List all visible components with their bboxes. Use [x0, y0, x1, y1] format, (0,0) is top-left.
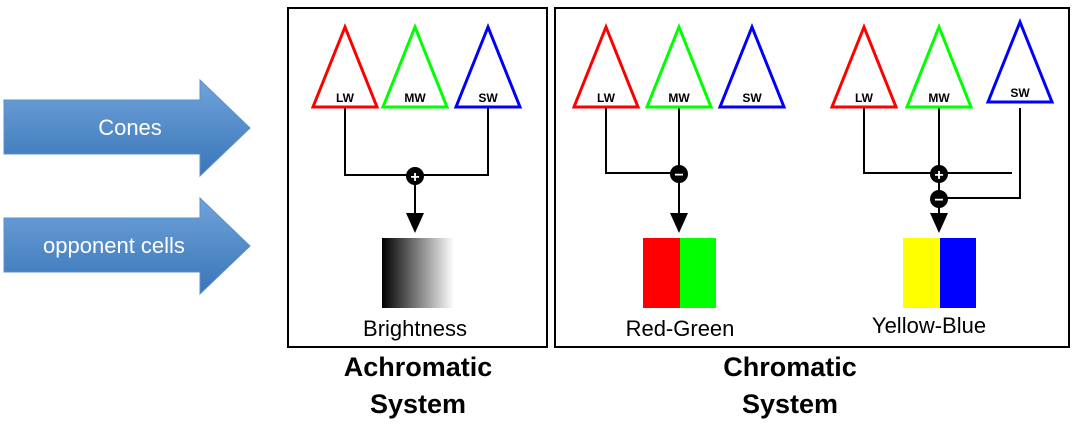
cone-label: SW: [742, 91, 762, 105]
red-green-wires: [605, 108, 680, 215]
cone-mw-red-green: MW: [644, 22, 714, 109]
plus-sign-achromatic: +: [406, 167, 424, 186]
cone-mw-yellow-blue: MW: [904, 22, 974, 109]
cone-triangle: [904, 22, 974, 109]
cone-lw-yellow-blue: LW: [829, 22, 899, 109]
chromatic-title-2: System: [742, 389, 838, 419]
red-green-label: Red-Green: [626, 316, 735, 341]
cone-triangle: [380, 22, 450, 109]
cone-label: LW: [597, 91, 616, 105]
cone-label: MW: [404, 91, 426, 105]
brightness-label: Brightness: [363, 316, 467, 341]
red-green-arrowhead: [670, 213, 688, 233]
cone-triangle: [310, 22, 380, 109]
cone-triangle: [453, 22, 523, 109]
cone-label: SW: [1010, 86, 1030, 100]
blue-swatch: [940, 238, 976, 308]
brightness-swatch: [382, 238, 454, 308]
red-swatch: [643, 238, 680, 308]
yellow-blue-arrowhead: [930, 213, 948, 233]
yellow-blue-label: Yellow-Blue: [872, 313, 986, 338]
cone-sw-achromatic: SW: [453, 22, 523, 109]
svg-text:+: +: [410, 169, 419, 186]
cone-label: MW: [928, 91, 950, 105]
achromatic-arrowhead: [406, 213, 424, 233]
cone-triangle: [571, 22, 641, 109]
cone-triangle: [829, 22, 899, 109]
cone-label: SW: [478, 91, 498, 105]
cone-triangle: [717, 22, 787, 109]
cone-lw-red-green: LW: [571, 22, 641, 109]
cone-sw-yellow-blue: SW: [985, 17, 1055, 104]
cone-triangle: [985, 17, 1055, 104]
minus-sign-red-green: −: [670, 165, 688, 184]
achromatic-title-2: System: [370, 389, 466, 419]
svg-text:+: +: [934, 167, 943, 184]
chromatic-box: [554, 7, 1070, 348]
opponent-cells-arrow: [3, 196, 251, 296]
cones-arrow: [3, 78, 251, 178]
cone-sw-red-green: SW: [717, 22, 787, 109]
opponent-cells-label: opponent cells: [43, 233, 185, 258]
cone-label: LW: [336, 91, 355, 105]
achromatic-title: Achromatic: [344, 352, 493, 382]
achromatic-box: [287, 7, 548, 348]
green-swatch: [680, 238, 716, 308]
minus-sign-yellow-blue: −: [930, 190, 948, 209]
svg-text:−: −: [674, 167, 683, 184]
svg-text:−: −: [934, 192, 943, 209]
achromatic-wires: [344, 108, 489, 215]
plus-sign-yellow-blue: +: [930, 165, 948, 184]
cone-mw-achromatic: MW: [380, 22, 450, 109]
chromatic-title: Chromatic: [723, 352, 857, 382]
cone-label: LW: [855, 91, 874, 105]
yellow-swatch: [903, 238, 940, 308]
cone-lw-achromatic: LW: [310, 22, 380, 109]
cone-label: MW: [668, 91, 690, 105]
cone-triangle: [644, 22, 714, 109]
cones-label: Cones: [98, 115, 162, 140]
